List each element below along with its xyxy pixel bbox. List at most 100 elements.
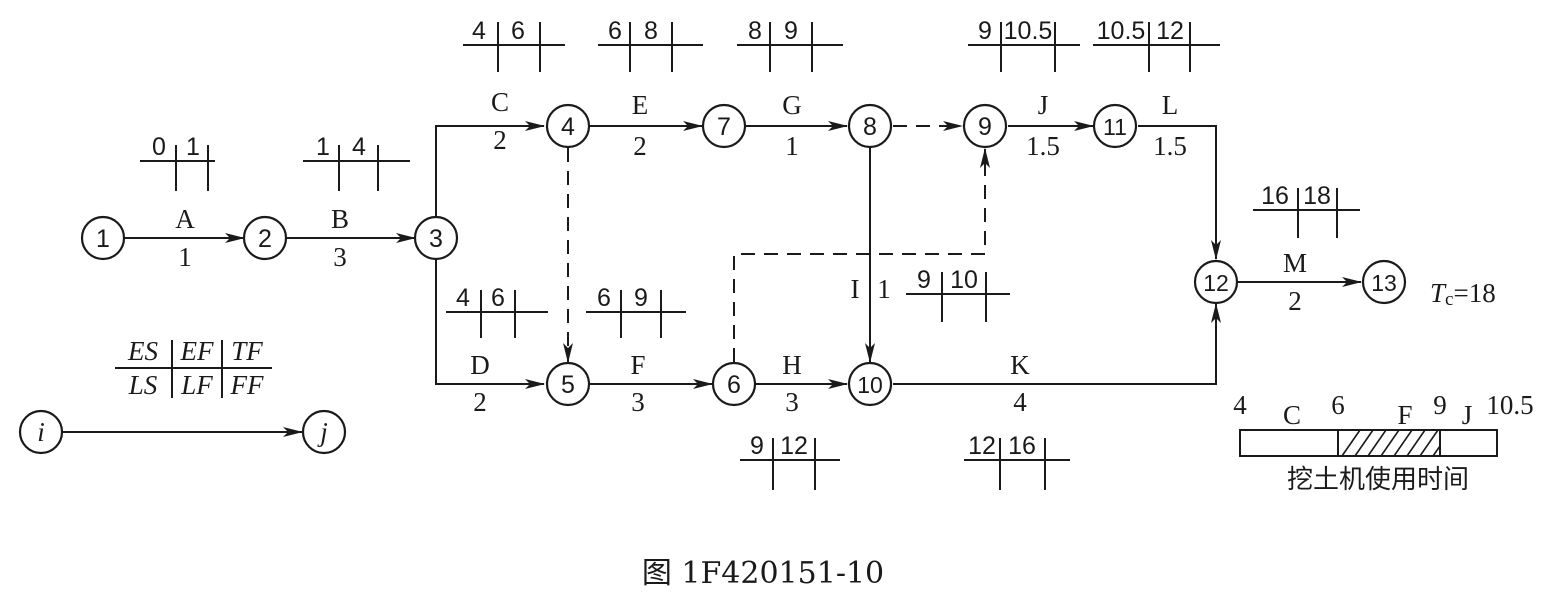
es-e: 6: [608, 17, 622, 45]
es-f: 6: [597, 284, 611, 312]
activity-k-name: K: [1010, 350, 1030, 380]
ef-k: 16: [1008, 432, 1036, 460]
es-g: 8: [748, 17, 762, 45]
figure-caption: 图 1F420151-10: [642, 556, 884, 591]
activity-h-duration: 3: [785, 387, 799, 417]
legend-node-j: [301, 409, 347, 455]
es-l: 10.5: [1097, 17, 1146, 45]
node-label-10: 10: [857, 372, 883, 398]
ef-c: 6: [511, 17, 525, 45]
arrow-l: [1138, 125, 1221, 260]
activity-g-name: G: [782, 90, 802, 120]
activity-c-duration: 2: [493, 125, 507, 155]
legend-node-i-label: i: [37, 417, 45, 447]
activity-l-duration: 1.5: [1153, 131, 1187, 161]
activity-b-name: B: [331, 204, 349, 234]
node-label-13: 13: [1371, 270, 1397, 296]
node-3: [413, 215, 459, 261]
arrow-k: [893, 303, 1221, 385]
node-label-4: 4: [561, 113, 575, 141]
es-c: 4: [472, 17, 486, 45]
activity-a-duration: 1: [178, 242, 192, 272]
node-label-12: 12: [1203, 270, 1229, 296]
legend-grid: [115, 340, 272, 398]
ef-g: 9: [784, 17, 798, 45]
node-label-2: 2: [258, 225, 272, 253]
es-d: 4: [456, 284, 470, 312]
node-label-5: 5: [561, 371, 575, 399]
total-duration-symbol: T: [1430, 278, 1447, 308]
ef-e: 8: [644, 17, 658, 45]
es-k: 12: [968, 432, 996, 460]
bar-tick-4: 4: [1233, 390, 1247, 420]
activity-h-name: H: [782, 350, 802, 380]
node-6: [711, 361, 757, 407]
activity-m-duration: 2: [1288, 286, 1302, 316]
node-11: [1092, 103, 1138, 149]
bar-tick-10-5: 10.5: [1486, 390, 1533, 420]
node-label-8: 8: [863, 113, 877, 141]
node-label-3: 3: [429, 225, 443, 253]
activity-b-duration: 3: [333, 242, 347, 272]
activity-i-duration: 1: [877, 274, 891, 304]
activity-d-duration: 2: [473, 387, 487, 417]
activity-d-name: D: [470, 350, 490, 380]
legend-ls: LS: [128, 370, 158, 400]
arrow-c: [435, 121, 545, 216]
activity-j-name: J: [1038, 90, 1049, 120]
activity-m-name: M: [1283, 248, 1307, 278]
ef-h: 12: [780, 432, 808, 460]
legend-tf: TF: [231, 336, 263, 366]
bar-tick-6: 6: [1331, 390, 1345, 420]
es-i: 9: [917, 266, 931, 294]
activity-f-duration: 3: [631, 387, 645, 417]
activity-g-duration: 1: [785, 131, 799, 161]
total-duration-subscript: c: [1445, 289, 1453, 310]
hatch-f: [1341, 429, 1441, 457]
bar-segment-f: F: [1397, 400, 1412, 430]
legend-es: ES: [127, 336, 158, 366]
ef-b: 4: [352, 133, 366, 161]
node-9: [962, 103, 1008, 149]
node-label-1: 1: [96, 225, 110, 253]
activity-e-name: E: [632, 90, 649, 120]
legend-node-j-label: j: [317, 417, 328, 447]
ef-l: 12: [1156, 17, 1184, 45]
es-b: 1: [316, 133, 330, 161]
bar-segment-c: C: [1283, 400, 1301, 430]
es-m: 16: [1261, 182, 1289, 210]
node-label-11: 11: [1103, 114, 1127, 140]
legend-ff: FF: [230, 370, 264, 400]
legend-node-i: [18, 409, 64, 455]
arrow-d: [435, 260, 545, 389]
activity-l-name: L: [1162, 90, 1179, 120]
excavator-caption: 挖土机使用时间: [1287, 465, 1469, 495]
activity-k-duration: 4: [1013, 387, 1027, 417]
node-label-7: 7: [717, 113, 731, 141]
node-10: [847, 361, 893, 407]
node-5: [545, 361, 591, 407]
es-j: 9: [978, 17, 992, 45]
activity-j-duration: 1.5: [1026, 131, 1060, 161]
node-12: [1193, 259, 1239, 305]
excavator-bar: [1239, 429, 1498, 457]
node-4: [545, 103, 591, 149]
activity-c-name: C: [491, 87, 509, 117]
ef-i: 10: [950, 266, 978, 294]
ef-f: 9: [634, 284, 648, 312]
legend-ef: EF: [180, 336, 214, 366]
ef-m: 18: [1303, 182, 1331, 210]
activity-i-name: I: [851, 274, 860, 304]
total-duration: Tc=18: [1430, 278, 1496, 310]
node-2: [242, 215, 288, 261]
ef-d: 6: [491, 284, 505, 312]
es-h: 9: [750, 432, 764, 460]
legend-lf: LF: [180, 370, 213, 400]
node-13: [1361, 259, 1407, 305]
activity-f-name: F: [630, 350, 645, 380]
time-grids: [140, 22, 1360, 490]
total-duration-value: =18: [1453, 278, 1495, 308]
node-1: [80, 215, 126, 261]
node-8: [847, 103, 893, 149]
